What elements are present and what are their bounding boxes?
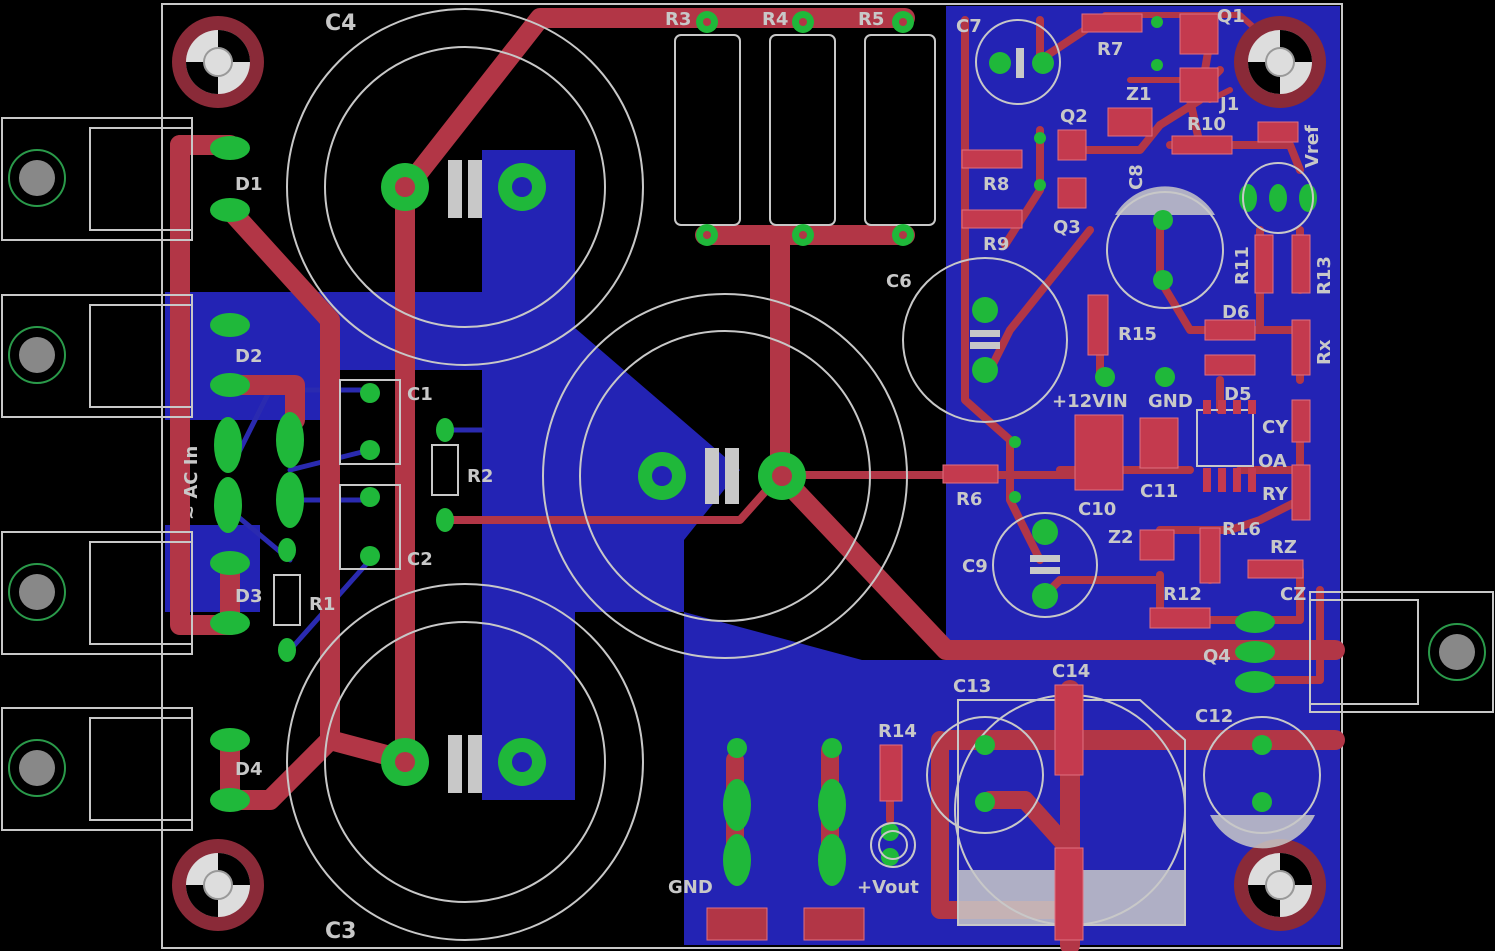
small-tht-pads xyxy=(278,383,454,662)
label-q2: Q2 xyxy=(1060,106,1088,127)
label-cy: CY xyxy=(1262,417,1289,438)
label-q3: Q3 xyxy=(1053,217,1081,238)
label-d1: D1 xyxy=(235,174,262,195)
label-q4: Q4 xyxy=(1203,646,1231,667)
mounting-hole-top-left xyxy=(172,16,264,108)
c3-pads xyxy=(381,735,546,793)
label-r2: R2 xyxy=(467,466,493,487)
label-12vin: +12VIN xyxy=(1052,391,1128,412)
label-gnd-top: GND xyxy=(1148,391,1193,412)
ac-in-connector-pads xyxy=(214,412,304,533)
label-c12: C12 xyxy=(1195,706,1233,727)
label-d5: D5 xyxy=(1224,384,1251,405)
label-vref: Vref xyxy=(1302,125,1323,168)
mounting-hole-bottom-right xyxy=(1234,839,1326,931)
label-c6: C6 xyxy=(886,271,912,292)
label-c11: C11 xyxy=(1140,481,1178,502)
label-r15: R15 xyxy=(1118,324,1157,345)
label-r11: R11 xyxy=(1232,246,1253,285)
regulator-pads xyxy=(870,48,1272,868)
label-r6: R6 xyxy=(956,489,982,510)
label-c1: C1 xyxy=(407,384,433,405)
label-q1: Q1 xyxy=(1217,6,1245,27)
label-c10: C10 xyxy=(1078,499,1116,520)
label-ry: RY xyxy=(1262,484,1289,505)
diode-heatsink-outlines xyxy=(1,117,193,831)
through-hole-pads xyxy=(210,11,1317,941)
capacitor-c3-outline xyxy=(286,583,644,941)
label-r16: R16 xyxy=(1222,519,1261,540)
label-rx: Rx xyxy=(1314,339,1335,365)
silkscreen-labels: C4 C3 C1 C2 R1 R2 R3 R4 R5 C6 D1 D2 D3 D… xyxy=(181,6,1335,944)
label-gnd-out: GND xyxy=(668,877,713,898)
power-resistor-pads xyxy=(696,11,914,246)
label-c13: C13 xyxy=(953,676,991,697)
label-d2: D2 xyxy=(235,346,262,367)
q4-pads xyxy=(1235,611,1275,693)
label-r1: R1 xyxy=(309,594,335,615)
label-r9: R9 xyxy=(983,234,1009,255)
label-cz: CZ xyxy=(1280,584,1306,605)
label-r13: R13 xyxy=(1314,256,1335,295)
label-r10: R10 xyxy=(1187,114,1226,135)
label-c7: C7 xyxy=(956,16,982,37)
label-z1: Z1 xyxy=(1126,84,1152,105)
label-r4: R4 xyxy=(762,9,788,30)
label-c3: C3 xyxy=(325,919,356,944)
mounting-hole-bottom-left xyxy=(172,839,264,931)
diode-pads xyxy=(210,136,250,812)
label-j1: J1 xyxy=(1218,94,1239,115)
vref-pads xyxy=(1239,162,1317,234)
label-c8: C8 xyxy=(1126,164,1147,190)
label-r7: R7 xyxy=(1097,39,1123,60)
label-r14: R14 xyxy=(878,721,917,742)
mounting-hole-top-right xyxy=(1234,16,1326,108)
label-z2: Z2 xyxy=(1108,527,1134,548)
label-c9: C9 xyxy=(962,556,988,577)
c6-pads xyxy=(638,448,806,504)
board-outline xyxy=(161,3,1343,949)
label-vout: +Vout xyxy=(857,877,919,898)
capacitor-c6-outline xyxy=(542,293,908,659)
capacitor-c4-outline xyxy=(286,8,644,366)
silkscreen-outlines xyxy=(1,8,1494,941)
output-connector-pads xyxy=(706,738,865,941)
power-resistor-outlines xyxy=(674,34,936,226)
label-c2: C2 xyxy=(407,549,433,570)
c4-pads xyxy=(381,160,546,218)
label-d6: D6 xyxy=(1222,302,1249,323)
label-r12: R12 xyxy=(1163,584,1202,605)
smd-components xyxy=(879,13,1311,941)
label-ac-in: ~ AC In xyxy=(181,446,202,520)
label-r5: R5 xyxy=(858,9,884,30)
label-oa: OA xyxy=(1258,451,1287,472)
q4-heatsink-outline xyxy=(1309,591,1494,713)
film-cap-outlines xyxy=(339,379,401,570)
label-c4: C4 xyxy=(325,11,356,36)
label-d4: D4 xyxy=(235,759,262,780)
label-r3: R3 xyxy=(665,9,691,30)
bottom-copper-layer xyxy=(165,6,1340,945)
label-r8: R8 xyxy=(983,174,1009,195)
label-d3: D3 xyxy=(235,586,262,607)
label-c14: C14 xyxy=(1052,661,1090,682)
vias xyxy=(1009,16,1163,503)
c8-polarity-fill xyxy=(1115,186,1215,215)
heatsink-mounting-holes xyxy=(8,149,1486,797)
label-rz: RZ xyxy=(1270,537,1297,558)
c12-polarity-fill xyxy=(1210,815,1315,849)
